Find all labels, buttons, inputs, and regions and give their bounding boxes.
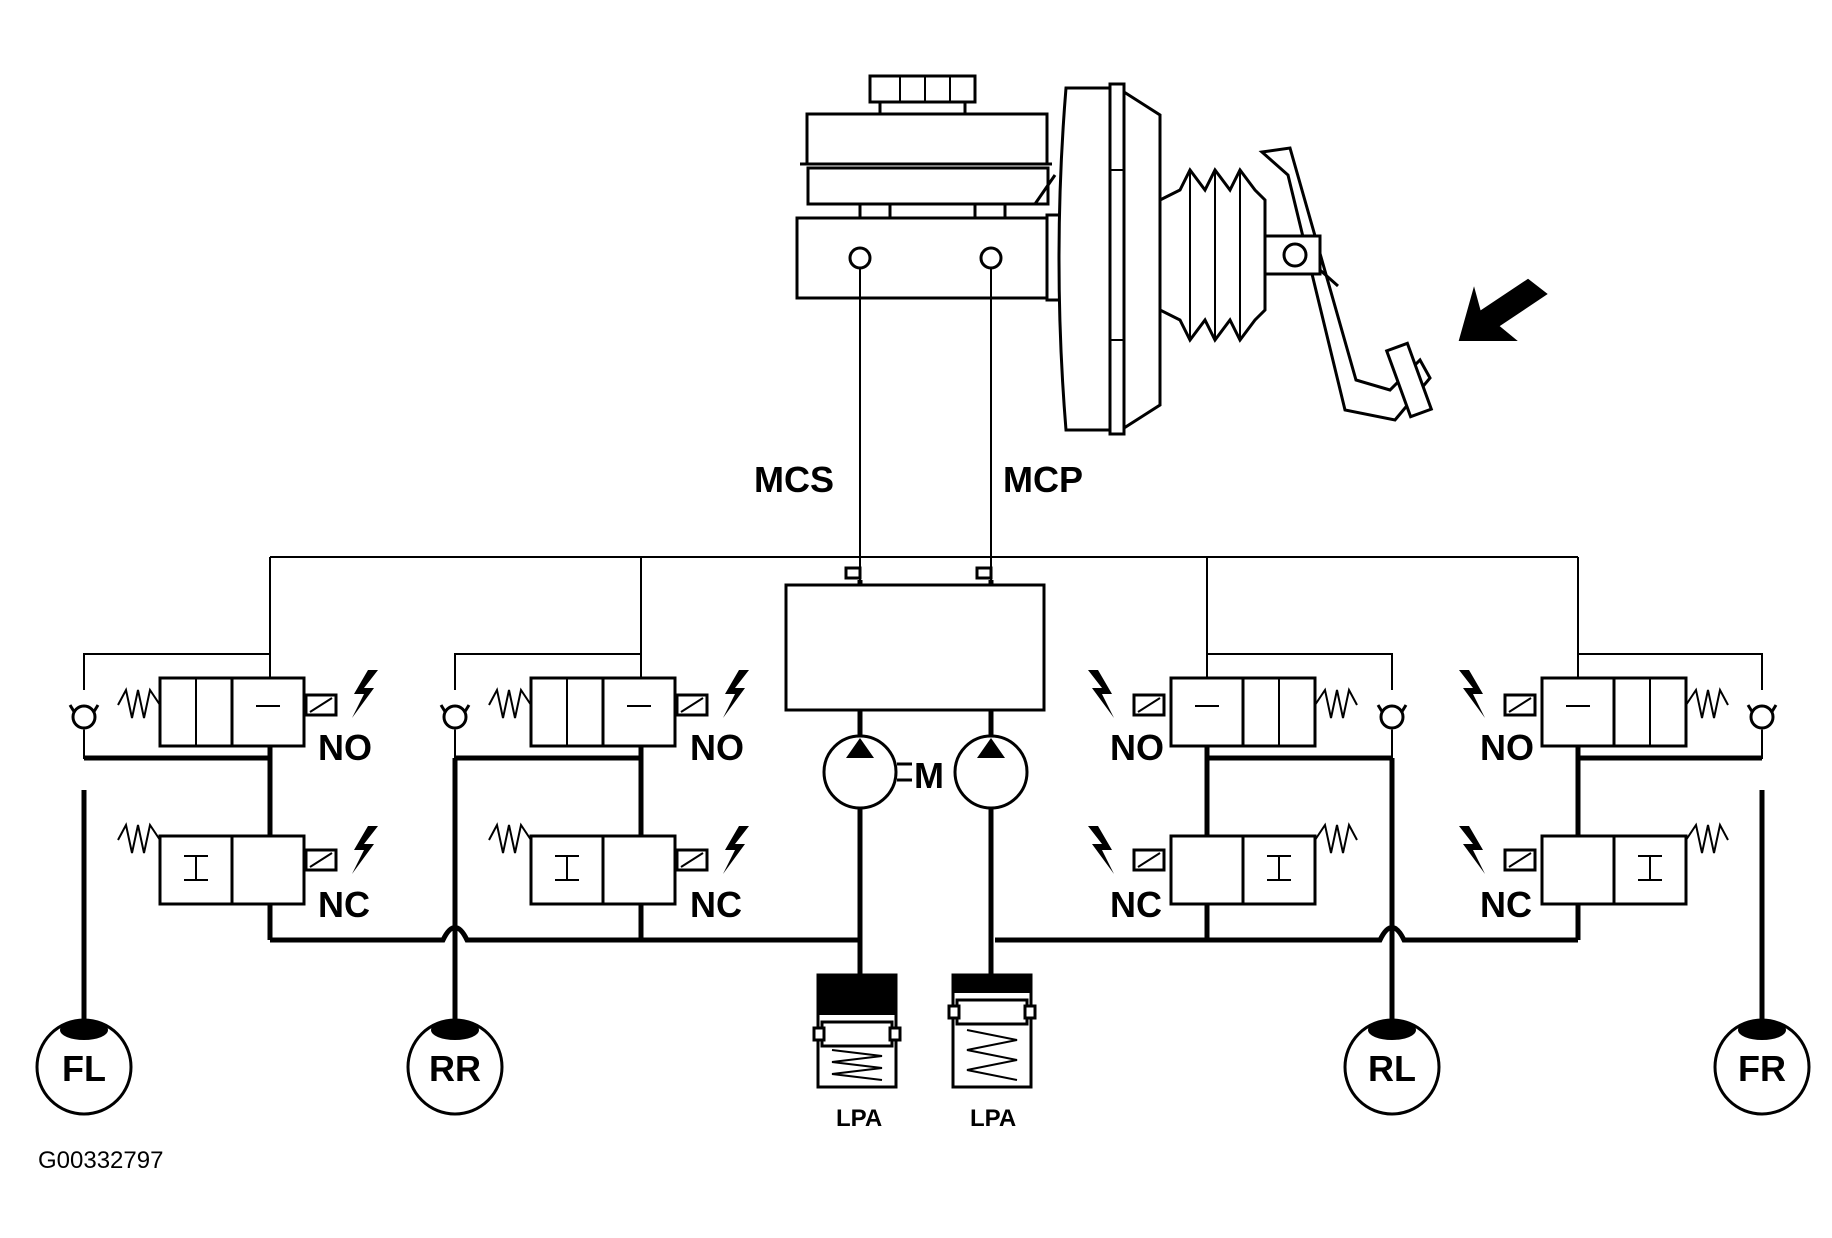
wheel-fr <box>1713 1018 1811 1116</box>
pump-right-icon <box>953 734 1029 810</box>
pump-right-arrow-icon <box>977 738 1005 758</box>
rr-outlet-label: NC <box>690 884 742 925</box>
fl-outlet-label: NC <box>318 884 370 925</box>
lpa-left-label: LPA <box>836 1105 882 1132</box>
wheel-rr-label: RR <box>429 1048 481 1089</box>
motor-label: M <box>914 755 944 796</box>
rr-outlet-solenoid-icon <box>723 826 749 874</box>
fl-inlet-solenoid-icon <box>352 670 378 718</box>
mcp-fitting <box>975 566 993 580</box>
rl-inlet-solenoid-icon <box>1088 670 1114 718</box>
wheel-fl <box>35 1018 133 1116</box>
wheel-fr-label: FR <box>1738 1048 1786 1089</box>
brake-booster <box>1057 82 1290 436</box>
pump-motor-group <box>822 734 1029 810</box>
fr-outlet-label: NC <box>1480 884 1532 925</box>
master-cylinder-lines <box>859 268 992 580</box>
mcs-label: MCS <box>754 459 834 500</box>
fr-inlet-solenoid-icon <box>1459 670 1485 718</box>
pump-left-icon <box>822 734 898 810</box>
fr-inlet-label: NO <box>1480 727 1534 768</box>
fl-outlet-solenoid-icon <box>352 826 378 874</box>
wheel-fl-label: FL <box>62 1048 106 1089</box>
figure-code: G00332797 <box>38 1147 163 1174</box>
lpa-right-label: LPA <box>970 1105 1016 1132</box>
lpa-right <box>947 973 1037 1089</box>
fr-outlet-solenoid-icon <box>1459 826 1485 874</box>
valve-fl-outlet <box>117 822 378 906</box>
valve-fl-inlet <box>68 670 378 748</box>
valve-rl-outlet <box>1088 822 1358 906</box>
mcp-label: MCP <box>1003 459 1083 500</box>
fl-inlet-label: NO <box>318 727 372 768</box>
rr-inlet-label: NO <box>690 727 744 768</box>
rl-inlet-label: NO <box>1110 727 1164 768</box>
wheel-rl-label: RL <box>1368 1048 1416 1089</box>
wheel-rl <box>1343 1018 1441 1116</box>
master-cylinder-assembly <box>795 74 1063 302</box>
valve-rl-inlet <box>1088 670 1408 748</box>
hydraulic-piping <box>81 556 1765 1020</box>
valve-rr-inlet <box>439 670 749 748</box>
pedal-force-arrow-icon <box>1458 278 1548 341</box>
lpa-left <box>812 973 902 1089</box>
rl-outlet-solenoid-icon <box>1088 826 1114 874</box>
valve-fr-inlet <box>1459 670 1778 748</box>
wheel-rr <box>406 1018 504 1116</box>
rr-inlet-solenoid-icon <box>723 670 749 718</box>
hydraulic-control-unit <box>784 583 1046 712</box>
pump-left-arrow-icon <box>846 738 874 758</box>
valve-rr-outlet <box>488 822 749 906</box>
mcs-fitting <box>844 566 862 580</box>
valve-fr-outlet <box>1459 822 1729 906</box>
brake-pedal <box>1258 146 1434 422</box>
rl-outlet-label: NC <box>1110 884 1162 925</box>
